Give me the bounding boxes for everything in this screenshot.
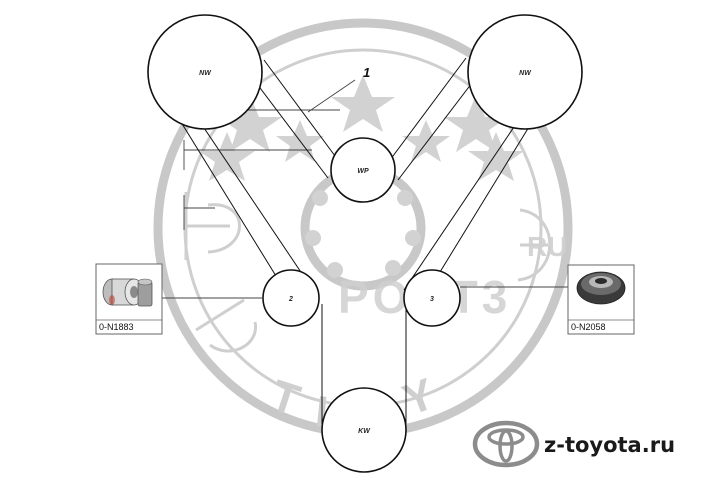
callout-1: 1 — [307, 65, 370, 113]
watermark-overlay-top: RU — [527, 231, 567, 262]
part-box-left: 0-N1883 — [95, 263, 163, 335]
belt-run — [175, 113, 277, 277]
cam-pulley-right: NW — [467, 14, 583, 130]
water-pump-label: WP — [357, 168, 369, 175]
idler-roller-icon — [102, 278, 153, 307]
part-box-right: 0-N2058 — [567, 264, 635, 335]
belt-run — [263, 59, 339, 161]
belt-run — [397, 74, 479, 181]
belt-run — [389, 57, 467, 161]
brand: z-toyota.ru — [472, 420, 675, 468]
tensioner-pulley-right: 3 — [403, 269, 461, 327]
cam-pulley-left-label: NW — [199, 70, 212, 77]
callout-number: 1 — [363, 65, 370, 80]
timing-belt — [175, 57, 536, 424]
watermark-side-glyphs — [184, 192, 552, 353]
belt-run — [195, 115, 318, 297]
brand-site: z-toyota.ru — [544, 433, 675, 457]
crankshaft-pulley: KW — [321, 387, 407, 473]
part-code-left: 0-N1883 — [99, 322, 134, 332]
callout-leader — [307, 79, 356, 113]
idler-left-label: 2 — [288, 296, 293, 303]
idler-pulley-left: 2 — [262, 269, 320, 327]
toyota-emblem-icon — [472, 420, 540, 468]
water-pump-pulley: WP — [330, 137, 396, 203]
cam-pulley-right-label: NW — [519, 70, 532, 77]
belt-run — [439, 116, 536, 273]
part-code-right: 0-N2058 — [571, 322, 606, 332]
tensioner-pulley-icon — [576, 271, 626, 305]
tensioner-right-label: 3 — [430, 296, 434, 303]
crankshaft-label: KW — [358, 428, 371, 435]
cam-pulley-left: NW — [147, 14, 263, 130]
belt-run — [403, 120, 519, 291]
belt-run — [247, 71, 329, 179]
